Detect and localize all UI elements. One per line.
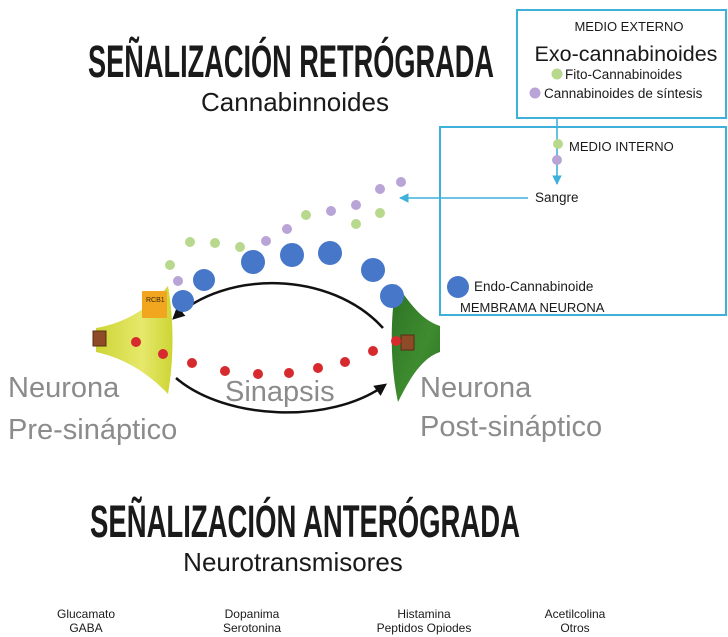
synthetic-cannabinoid-dot <box>351 200 361 210</box>
post-synaptic-neuron <box>391 284 440 402</box>
neurotransmitter-dot <box>391 336 401 346</box>
pre-neuron-label-line1: Neurona <box>8 372 120 404</box>
membrane-label: MEMBRAMA NEURONA <box>460 300 605 315</box>
exo-cannabinoid-trail <box>165 177 406 286</box>
synthetic-cannabinoid-dot <box>552 155 562 165</box>
fito-cannabinoid-dot <box>375 208 385 218</box>
neurotransmitter-dot <box>220 366 230 376</box>
fito-cannabinoid-dot <box>301 210 311 220</box>
retrograde-subtitle: Cannabinnoides <box>201 87 389 117</box>
anterograde-title: SEÑALIZACIÓN ANTERÓGRADA <box>90 496 520 547</box>
internal-medium-box: MEDIO INTERNO Endo-Cannabinoide MEMBRAMA… <box>439 126 727 316</box>
cb1-receptor-label: RCB1 <box>146 297 165 304</box>
neurotransmitter-item: Serotonina <box>223 621 281 635</box>
fito-cannabinoid-dot <box>351 219 361 229</box>
neurotransmitter-list: Glucamato GABA Dopanima Serotonina Hista… <box>57 607 606 635</box>
fito-cannabinoid-dot <box>210 238 220 248</box>
neurotransmitter-dot <box>284 368 294 378</box>
synapse-label: Sinapsis <box>225 376 335 408</box>
endocannabinoid-dot <box>318 241 342 265</box>
endocannabinoid-dot <box>280 243 304 267</box>
synthetic-cannabinoid-dot <box>261 236 271 246</box>
neurotransmitter-item: Peptidos Opiodes <box>377 621 472 635</box>
synthetic-cannabinoid-dot <box>326 206 336 216</box>
anterograde-subtitle: Neurotransmisores <box>183 547 403 577</box>
synthetic-cannabinoid-dot <box>375 184 385 194</box>
neurotransmitter-dot <box>253 369 263 379</box>
post-neuron-label-line1: Neurona <box>420 372 532 404</box>
blood-label: Sangre <box>535 190 579 205</box>
endocannabinoid-dot <box>241 250 265 274</box>
retrograde-title: SEÑALIZACIÓN RETRÓGRADA <box>88 36 494 87</box>
retrograde-arrow <box>172 282 384 329</box>
neurotransmitter-item: Otros <box>560 621 589 635</box>
neurotransmitter-dot <box>158 349 168 359</box>
fito-cannabinoid-dot <box>165 260 175 270</box>
neurotransmitter-dot <box>368 346 378 356</box>
post-synaptic-vesicle <box>400 334 415 351</box>
anterograde-arrow <box>175 377 388 414</box>
pre-synaptic-vesicle <box>92 330 107 347</box>
exo-cannabinoids-title: Exo-cannabinoides <box>535 42 718 66</box>
endocannabinoid-dot <box>361 258 385 282</box>
synthetic-cannabinoid-dot <box>173 276 183 286</box>
fito-cannabinoid-dot <box>185 237 195 247</box>
endocannabinoid-dot <box>380 284 404 308</box>
neurotransmitter-dot <box>313 363 323 373</box>
fito-cannabinoid-legend-dot <box>551 68 563 80</box>
endocannabinoid-arc <box>172 241 404 312</box>
synthetic-cannabinoid-legend-label: Cannabinoides de síntesis <box>544 86 703 101</box>
external-medium-heading: MEDIO EXTERNO <box>574 19 683 34</box>
neurotransmitter-dot <box>131 337 141 347</box>
post-neuron-label-line2: Post-sináptico <box>420 411 602 443</box>
synthetic-cannabinoid-dot <box>282 224 292 234</box>
neurotransmitter-item: Dopanima <box>225 607 280 621</box>
neurotransmitter-dot <box>340 357 350 367</box>
neurotransmitter-item: Glucamato <box>57 607 115 621</box>
endocannabinoid-legend-dot <box>447 276 469 298</box>
neurotransmitter-item: Acetilcolina <box>545 607 606 621</box>
endocannabinoid-dot <box>172 290 194 312</box>
neurotransmitter-item: GABA <box>69 621 102 635</box>
neurotransmitter-dots <box>131 336 401 379</box>
endocannabinoid-dot <box>193 269 215 291</box>
cb1-receptor: RCB1 <box>142 291 167 318</box>
fito-cannabinoid-legend-label: Fito-Cannabinoides <box>565 67 682 82</box>
neurotransmitter-dot <box>187 358 197 368</box>
internal-medium-heading: MEDIO INTERNO <box>569 139 674 154</box>
synthetic-cannabinoid-legend-dot <box>529 87 541 99</box>
synthetic-cannabinoid-dot <box>396 177 406 187</box>
neurotransmitter-item: Histamina <box>397 607 451 621</box>
fito-cannabinoid-dot <box>235 242 245 252</box>
fito-cannabinoid-dot <box>553 139 563 149</box>
endocannabinoid-legend-label: Endo-Cannabinoide <box>474 279 593 294</box>
pre-neuron-label-line2: Pre-sináptico <box>8 414 177 446</box>
external-medium-box: MEDIO EXTERNO Exo-cannabinoides Fito-Can… <box>516 9 727 119</box>
